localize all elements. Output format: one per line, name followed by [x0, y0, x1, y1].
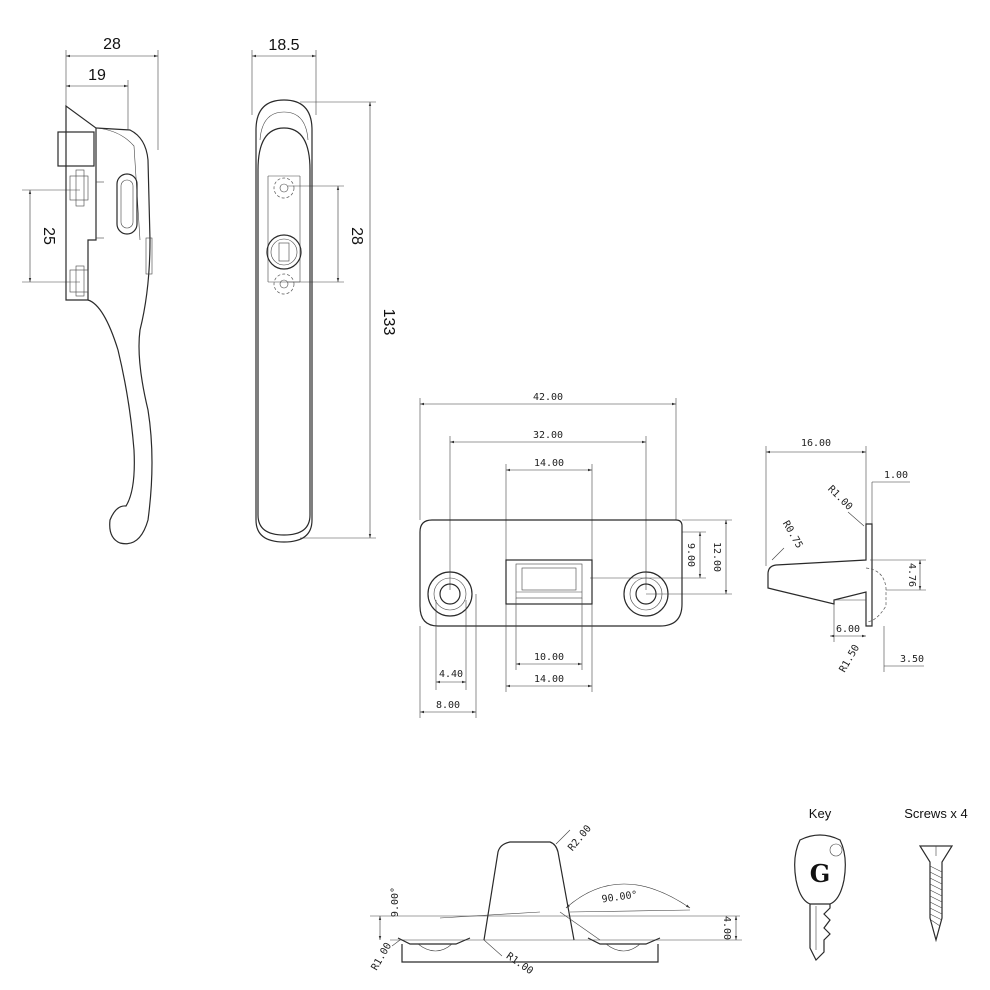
- dim-keep-side-width: 16.00: [801, 438, 831, 449]
- dim-inner-width: 19: [88, 67, 106, 84]
- dim-width: 18.5: [268, 37, 299, 54]
- dim-keep-length: 42.00: [533, 392, 563, 403]
- handle-front-view: 18.5 133 28: [251, 37, 397, 543]
- key-logo: G: [810, 859, 831, 888]
- angle-side: 9.00°: [390, 887, 401, 917]
- dim-keep-height: 12.00: [711, 542, 722, 572]
- dim-screw-pitch: 28: [348, 227, 365, 245]
- dim-hole-centres: 32.00: [533, 430, 563, 441]
- dim-hole-dia: 4.40: [439, 669, 463, 680]
- dim-overall-width: 28: [103, 36, 121, 53]
- keep-plate-top-view: 42.00 32.00 14.00 12.00 9.00 4.40: [419, 392, 732, 718]
- radius-base: R1.50: [838, 643, 863, 675]
- dim-step: 6.00: [836, 624, 860, 635]
- angle-csk: 90.00°: [601, 890, 638, 906]
- radius-left: R1.00: [370, 941, 395, 973]
- wedge-section-view: 90.00° R2.00 9.00° 4.00 R1.00 R1.00: [370, 823, 742, 977]
- dim-height-centre: 9.00: [685, 543, 696, 567]
- radius-mid: R1.00: [504, 951, 535, 977]
- key-label: Key: [809, 806, 832, 821]
- keep-side-view: 16.00 1.00 R1.00 R0.75 4.76 6.00 R1.50 3…: [765, 438, 926, 675]
- screws-label: Screws x 4: [904, 806, 968, 821]
- screw-drawing: Screws x 4: [904, 806, 968, 943]
- dim-spindle-pitch: 25: [40, 227, 57, 245]
- radius-top: R1.00: [825, 484, 854, 513]
- radius-wedge-top: R2.00: [566, 823, 594, 853]
- radius-tip: R0.75: [780, 519, 805, 551]
- dim-csk-dia: 8.00: [436, 700, 460, 711]
- dim-flange: 1.00: [884, 470, 908, 481]
- dim-wedge-height: 4.00: [721, 916, 732, 940]
- handle-side-view: 28 19 25: [22, 36, 159, 545]
- dim-length: 133: [380, 309, 397, 336]
- dim-depth: 4.76: [906, 563, 917, 587]
- dim-slot-outer: 14.00: [534, 674, 564, 685]
- dim-slot-inner: 10.00: [534, 652, 564, 663]
- dim-thickness: 3.50: [900, 654, 924, 665]
- dim-slot-top: 14.00: [534, 458, 564, 469]
- key-drawing: Key G: [794, 806, 846, 962]
